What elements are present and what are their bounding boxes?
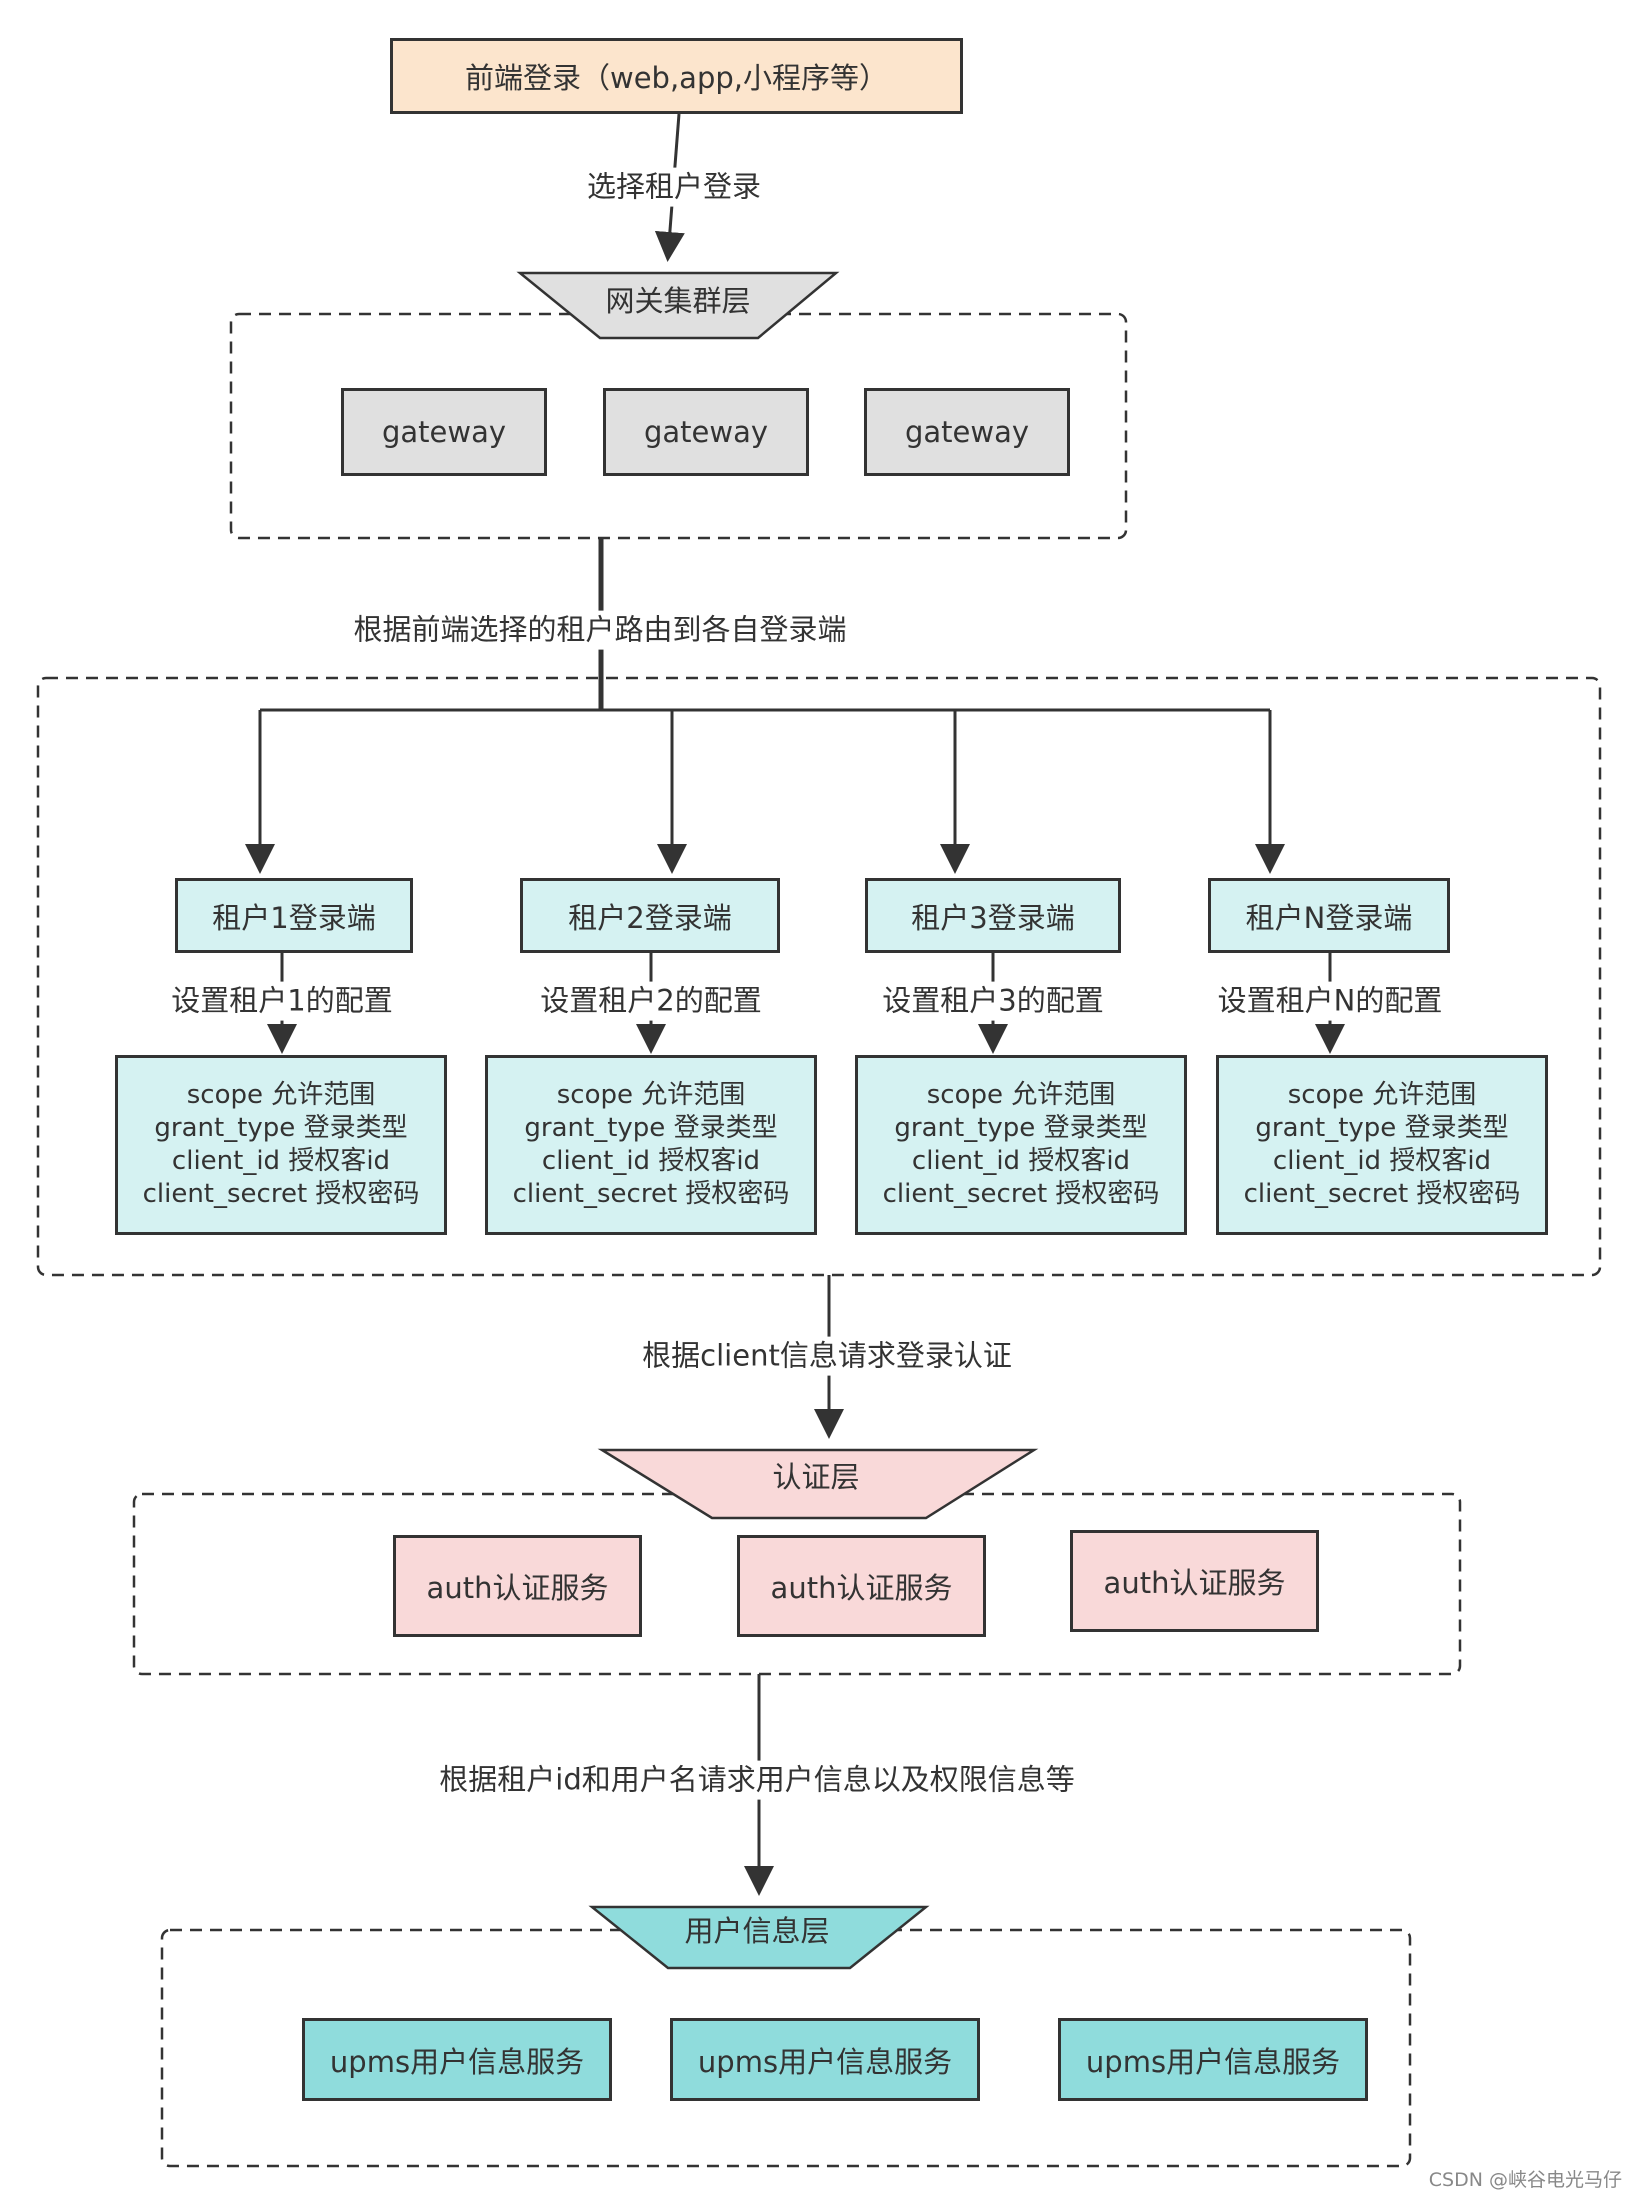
- config-grant-type: grant_type 登录类型: [154, 1113, 408, 1143]
- tenant-1-config-label: 设置租户1的配置: [167, 981, 397, 1021]
- config-grant-type: grant_type 登录类型: [524, 1113, 778, 1143]
- tenant-group-frame: [36, 676, 1602, 1277]
- config-grant-type: grant_type 登录类型: [894, 1113, 1148, 1143]
- edge-label-route: 根据前端选择的租户路由到各自登录端: [349, 610, 851, 650]
- config-client-secret: client_secret 授权密码: [142, 1179, 420, 1209]
- frontend-login-box: 前端登录（web,app,小程序等）: [390, 38, 963, 114]
- config-client-id: client_id 授权客id: [911, 1146, 1131, 1176]
- gateway-node: gateway: [341, 388, 547, 476]
- config-scope: scope 允许范围: [926, 1080, 1116, 1110]
- config-grant-type: grant_type 登录类型: [1255, 1113, 1509, 1143]
- tenant-1-login-box: 租户1登录端: [175, 878, 413, 953]
- gateway-layer-shape: [516, 271, 840, 340]
- auth-group-frame: [132, 1492, 1462, 1676]
- upms-service-node: upms用户信息服务: [670, 2018, 980, 2101]
- auth-layer-shape: [597, 1448, 1039, 1520]
- config-scope: scope 允许范围: [186, 1080, 376, 1110]
- auth-service-node: auth认证服务: [737, 1535, 986, 1637]
- edge-label-select-tenant: 选择租户登录: [582, 167, 766, 207]
- gateway-node: gateway: [603, 388, 809, 476]
- auth-service-node: auth认证服务: [1070, 1530, 1319, 1632]
- config-client-id: client_id 授权客id: [171, 1146, 391, 1176]
- tenant-3-login-box: 租户3登录端: [865, 878, 1121, 953]
- upms-service-node: upms用户信息服务: [302, 2018, 612, 2101]
- config-client-secret: client_secret 授权密码: [882, 1179, 1160, 1209]
- config-client-secret: client_secret 授权密码: [1243, 1179, 1521, 1209]
- gateway-layer-title: 网关集群层: [605, 284, 751, 318]
- tenant-2-config-label: 设置租户2的配置: [536, 981, 766, 1021]
- auth-layer-title: 认证层: [772, 1460, 860, 1494]
- config-client-id: client_id 授权客id: [1272, 1146, 1492, 1176]
- user-layer-title: 用户信息层: [684, 1914, 830, 1948]
- tenant-n-config-label: 设置租户N的配置: [1213, 981, 1447, 1021]
- tenant-2-config-box: scope 允许范围 grant_type 登录类型 client_id 授权客…: [485, 1055, 817, 1235]
- tenant-2-login-box: 租户2登录端: [520, 878, 780, 953]
- user-layer-shape: [588, 1905, 930, 1970]
- config-scope: scope 允许范围: [556, 1080, 746, 1110]
- tenant-3-config-label: 设置租户3的配置: [878, 981, 1108, 1021]
- edge-label-user-request: 根据租户id和用户名请求用户信息以及权限信息等: [435, 1760, 1079, 1800]
- watermark: CSDN @峡谷电光马仔: [1428, 2169, 1622, 2191]
- tenant-n-login-box: 租户N登录端: [1208, 878, 1450, 953]
- upms-service-node: upms用户信息服务: [1058, 2018, 1368, 2101]
- config-client-id: client_id 授权客id: [541, 1146, 761, 1176]
- gateway-node: gateway: [864, 388, 1070, 476]
- gateway-group-frame: [229, 312, 1128, 540]
- tenant-n-config-box: scope 允许范围 grant_type 登录类型 client_id 授权客…: [1216, 1055, 1548, 1235]
- edge-label-auth-request: 根据client信息请求登录认证: [638, 1336, 1016, 1376]
- tenant-3-config-box: scope 允许范围 grant_type 登录类型 client_id 授权客…: [855, 1055, 1187, 1235]
- auth-service-node: auth认证服务: [393, 1535, 642, 1637]
- config-scope: scope 允许范围: [1287, 1080, 1477, 1110]
- tenant-1-config-box: scope 允许范围 grant_type 登录类型 client_id 授权客…: [115, 1055, 447, 1235]
- user-group-frame: [160, 1928, 1412, 2168]
- config-client-secret: client_secret 授权密码: [512, 1179, 790, 1209]
